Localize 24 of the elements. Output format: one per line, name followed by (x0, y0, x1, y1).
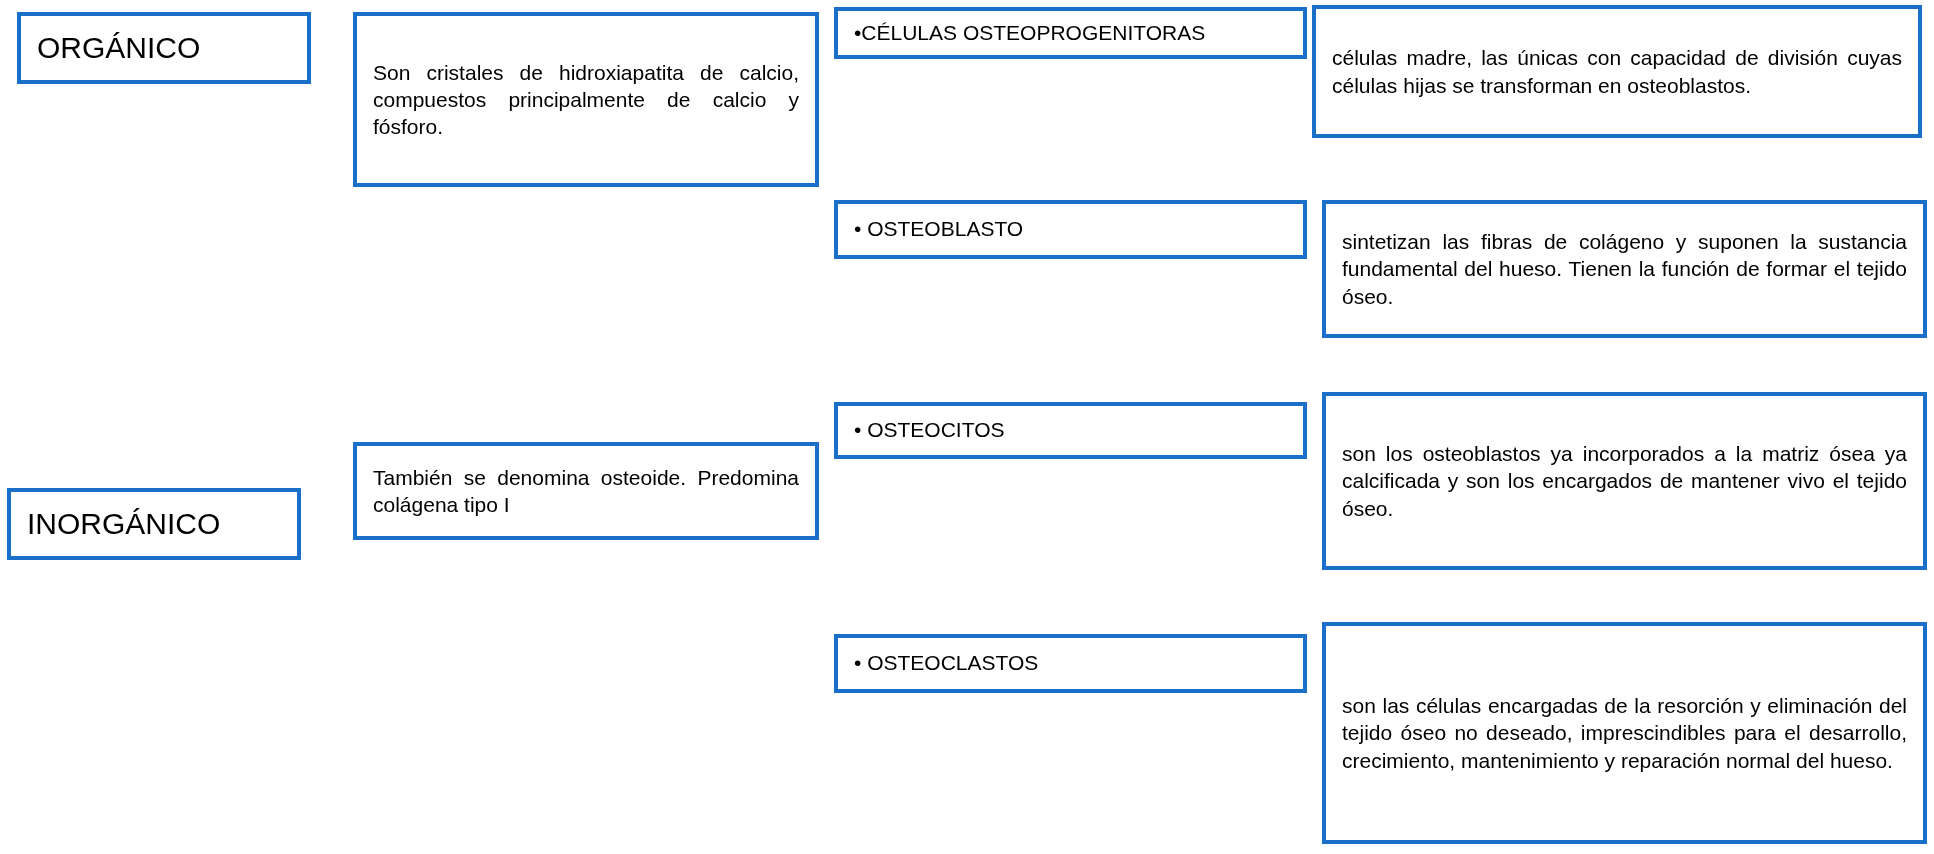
description-box (353, 12, 819, 187)
box-text: Son cristales de hidroxiapatita de calcio, compuestos principalmente de calcio y fósforo. (373, 59, 799, 141)
box-text: • OSTEOCITOS (854, 417, 1006, 444)
box-text: •CÉLULAS OSTEOPROGENITORAS (854, 19, 1207, 46)
description-box (1322, 392, 1927, 570)
box-text: INORGÁNICO (27, 506, 222, 543)
cell-type-box (834, 402, 1307, 459)
category-box (17, 12, 311, 84)
description-box (1322, 622, 1927, 844)
description-box (353, 442, 819, 540)
box-text: son las células encargadas de la resorción y eliminación del tejido óseo no deseado, imprescindibles para el desarrollo, crecimiento, mantenimiento y reparación normal del hueso. (1342, 693, 1907, 774)
description-box (1312, 5, 1922, 138)
box-text: son los osteoblastos ya incorporados a la matriz ósea ya calcificada y son los encargados de mantener vivo el tejido óseo. (1342, 441, 1907, 522)
description-box (1322, 200, 1927, 338)
box-text: • OSTEOBLASTO (854, 216, 1025, 243)
cell-type-box (834, 200, 1307, 259)
cell-type-box (834, 634, 1307, 693)
box-text: • OSTEOCLASTOS (854, 650, 1040, 677)
box-text: ORGÁNICO (37, 30, 202, 67)
box-text: células madre, las únicas con capacidad de división cuyas células hijas se transforman en osteoblastos. (1332, 45, 1902, 99)
category-box (7, 488, 301, 560)
cell-type-box (834, 7, 1307, 59)
box-text: sintetizan las fibras de colágeno y suponen la sustancia fundamental del hueso. Tienen la función de formar el tejido óseo. (1342, 229, 1907, 310)
box-text: También se denomina osteoide. Predomina colágena tipo I (373, 464, 799, 518)
